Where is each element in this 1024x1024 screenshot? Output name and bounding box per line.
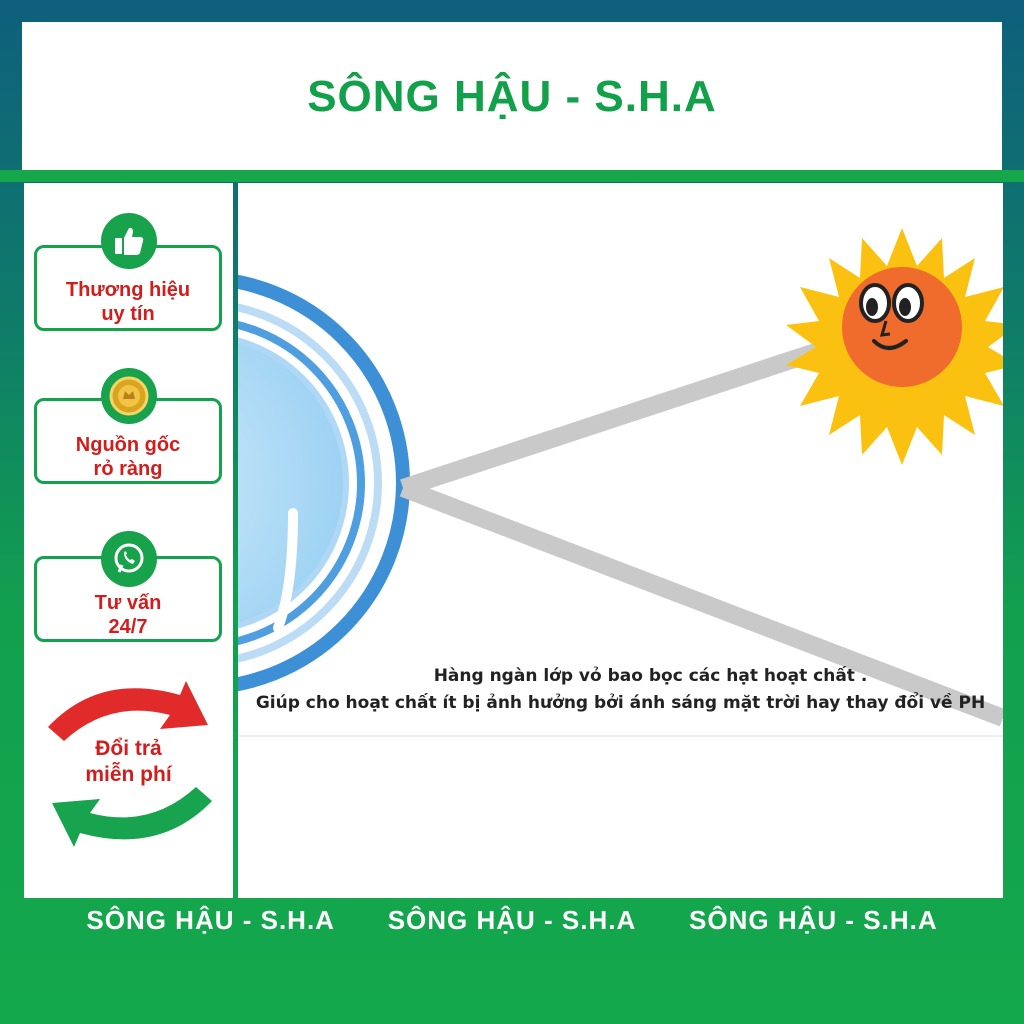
particle-diagram — [238, 228, 1003, 737]
header: SÔNG HẬU - S.H.A — [22, 22, 1002, 170]
badge-label-line2: rỏ ràng — [93, 458, 163, 480]
badge-label-line1: Thương hiệu — [65, 279, 191, 301]
badge-label-line2: uy tín — [101, 303, 155, 325]
caption-line1: Hàng ngàn lớp vỏ bao bọc các hạt hoạt ch… — [433, 666, 868, 686]
divider — [0, 170, 1024, 182]
sun-icon — [786, 228, 1003, 465]
main-illustration: Hàng ngàn lớp vỏ bao bọc các hạt hoạt ch… — [238, 183, 1003, 898]
footer-brand: SÔNG HẬU - S.H.A — [689, 905, 938, 935]
page-title: SÔNG HẬU - S.H.A — [307, 72, 717, 121]
badge-label-line1: Tư vấn — [94, 592, 162, 614]
gold-seal-icon — [100, 368, 157, 424]
caption-line2: Giúp cho hoạt chất ít bị ảnh hưởng bởi á… — [255, 693, 986, 713]
thumbs-up-icon — [100, 213, 157, 269]
return-label-line2: miễn phí — [85, 763, 172, 786]
refresh-arrows-icon — [48, 681, 212, 847]
footer-brand: SÔNG HẬU - S.H.A — [387, 905, 637, 935]
phone-chat-icon — [100, 531, 157, 587]
return-label-line1: Đổi trả — [95, 737, 162, 760]
badge-label-line1: Nguồn gốc — [75, 434, 181, 456]
footer-brand: SÔNG HẬU - S.H.A — [86, 905, 335, 935]
footer: SÔNG HẬU - S.H.A SÔNG HẬU - S.H.A SÔNG H… — [0, 905, 1024, 955]
caption: Hàng ngàn lớp vỏ bao bọc các hạt hoạt ch… — [238, 663, 1003, 717]
badge-label-line2: 24/7 — [108, 616, 148, 638]
sidebar: Thương hiệu uy tín Nguồn gốc rỏ ràng Tư … — [24, 183, 233, 898]
